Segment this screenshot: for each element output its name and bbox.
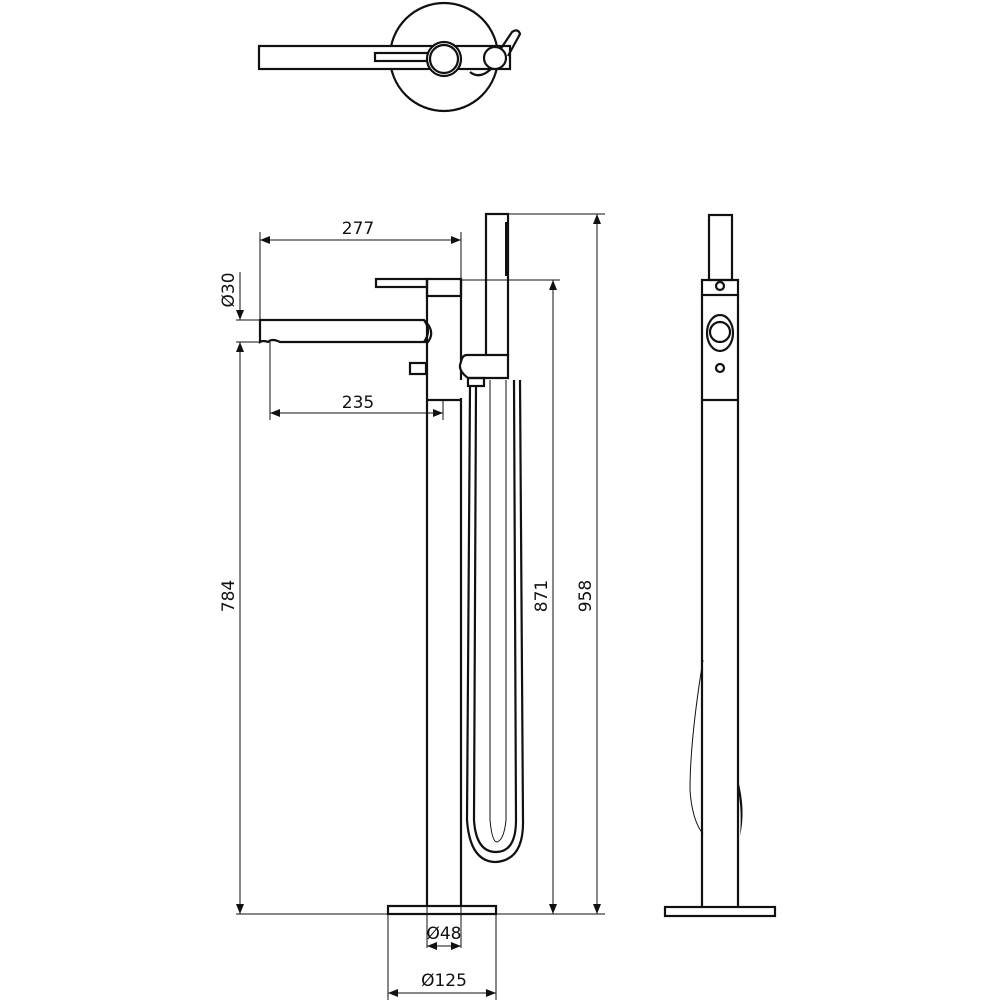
knob [705,313,735,353]
diverter [408,361,428,376]
base-plate [386,904,498,916]
dim-871: 871 [532,580,552,612]
dimensions: 277 235 Ø30 784 871 958 Ø48 [219,213,605,1000]
hand-shower [484,212,510,358]
side-base-plate [663,905,777,918]
dim-48: Ø48 [426,924,461,944]
lever [374,277,429,289]
dim-958: 958 [576,580,596,612]
side-view [663,213,777,918]
dim-125: Ø125 [421,971,467,991]
dim-235: 235 [342,393,374,413]
mixer-body-top [425,277,463,298]
hose [465,379,525,864]
dim-277: 277 [342,219,374,239]
top-view [257,1,522,113]
dim-30: Ø30 [219,272,239,307]
dim-784: 784 [219,580,239,612]
spout [258,318,433,345]
front-view [258,212,525,916]
shower-holder [458,353,510,380]
spout-top [257,44,512,71]
